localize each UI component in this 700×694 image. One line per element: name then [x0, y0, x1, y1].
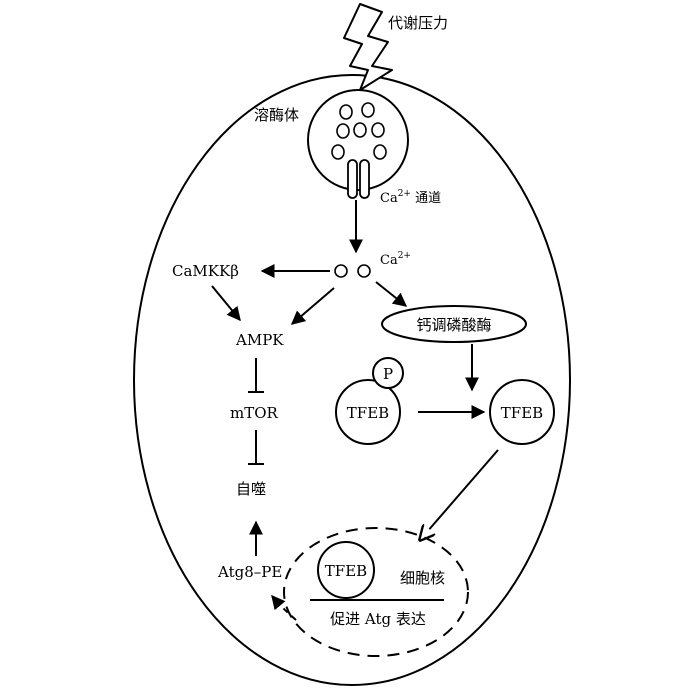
tfeb-nuclear	[317, 541, 375, 599]
phosphate-label: P	[383, 365, 393, 383]
phosphate-group	[372, 357, 404, 389]
tfeb-phos-label: TFEB	[347, 404, 389, 422]
arrow-tfeb-to-nucleus	[420, 449, 499, 540]
lysosome	[307, 89, 409, 191]
promote-atg-label: 促进 Atg 表达	[330, 610, 426, 628]
camkkb-label: CaMKKβ	[172, 262, 239, 280]
arrow-ca-to-calcineurin	[375, 281, 408, 307]
ca-ion	[334, 264, 348, 278]
lysosome-vesicles	[331, 102, 387, 160]
calcineurin	[381, 305, 527, 343]
ca-ion	[357, 264, 371, 278]
arrow-camkkb-to-ampk	[211, 285, 241, 322]
mtor-label: mTOR	[230, 404, 279, 422]
calcineurin-label: 钙调磷酸酶	[416, 316, 491, 334]
metabolic-stress-label: 代谢压力	[388, 14, 448, 32]
tfeb-nuclear-label: TFEB	[325, 562, 367, 580]
ca-ion-label: Ca2+	[380, 251, 411, 268]
cell-membrane	[133, 74, 571, 686]
ca-channel-label: Ca2+ 通道	[380, 189, 441, 206]
nucleus	[283, 527, 469, 657]
autophagy-label: 自噬	[236, 480, 266, 498]
ca-channel	[347, 159, 370, 199]
lightning-icon	[343, 3, 393, 91]
tfeb-active	[489, 379, 555, 445]
ampk-label: AMPK	[235, 331, 284, 349]
arrow-nucleus-to-atg8	[271, 594, 297, 621]
atg8-pe-label: Atg8–PE	[217, 563, 282, 581]
nucleus-label: 细胞核	[400, 569, 445, 587]
tfeb-active-label: TFEB	[501, 404, 543, 422]
tfeb-phosphorylated	[335, 379, 401, 445]
arrow-ca-to-ampk	[290, 287, 335, 325]
lysosome-label: 溶酶体	[254, 106, 299, 124]
